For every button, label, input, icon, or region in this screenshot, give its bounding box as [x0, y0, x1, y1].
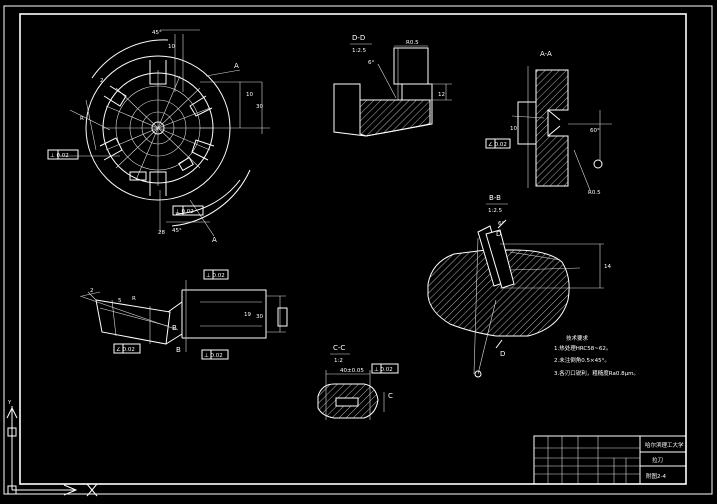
- title-drawing-number: 附图2-4: [646, 472, 666, 480]
- section-bb-view[interactable]: B-B 1:2.5 14 6° D D: [427, 194, 611, 378]
- tolerance-frame-aa[interactable]: ∠ 0.02: [485, 138, 511, 149]
- title-block[interactable]: 哈尔滨理工大学 拉刀 附图2-4: [533, 435, 687, 485]
- tolerance-frame-side-top[interactable]: ⊥ 0.02: [203, 269, 229, 280]
- technical-requirements: 技术要求 1.热处理HRC58~62。 2.未注倒角0.5×45°。 3.各刃口…: [554, 334, 639, 377]
- section-marker-b-top: B: [172, 324, 177, 332]
- svg-text:60°: 60°: [590, 128, 600, 134]
- svg-text:⊥ 0.02: ⊥ 0.02: [175, 209, 194, 215]
- svg-text:14: 14: [604, 264, 611, 270]
- side-view[interactable]: 30 19 B B 2 R 5 ⊥ 0.02 ⊥ 0.02 ∠ 0.02: [79, 269, 288, 360]
- svg-text:28: 28: [158, 230, 165, 236]
- svg-text:10: 10: [246, 92, 253, 98]
- svg-text:⊥ 0.02: ⊥ 0.02: [374, 367, 393, 373]
- section-dd-view[interactable]: D-D 1:2.5 R0.5 12 6°: [333, 34, 452, 137]
- notes-line-3: 3.各刃口锐利，粗糙度Ra0.8μm。: [554, 369, 639, 377]
- section-marker-a-bottom: A: [212, 236, 217, 244]
- section-aa-view[interactable]: A-A 60° 10 R0.5 ∠ 0.02: [485, 50, 612, 196]
- notes-line-1: 1.热处理HRC58~62。: [554, 344, 611, 352]
- svg-text:2: 2: [90, 288, 94, 294]
- section-cc-view[interactable]: C-C 1:2 40±0.05 C ⊥ 0.02: [317, 344, 399, 420]
- section-cc-scale: 1:2: [334, 358, 343, 364]
- svg-text:R: R: [132, 296, 136, 302]
- svg-text:45°: 45°: [172, 228, 182, 234]
- svg-text:6°: 6°: [498, 221, 504, 227]
- svg-text:∠ 0.02: ∠ 0.02: [488, 141, 507, 148]
- svg-text:6°: 6°: [368, 60, 374, 66]
- tolerance-frame-side-bottom[interactable]: ⊥ 0.02: [201, 349, 229, 360]
- svg-text:30: 30: [256, 104, 263, 110]
- tolerance-frame-main-left[interactable]: ⊥ 0.02: [47, 149, 79, 160]
- section-dd-label: D-D: [352, 34, 365, 42]
- svg-text:30: 30: [256, 314, 263, 320]
- tolerance-frame-main-bottom[interactable]: ⊥ 0.02: [172, 205, 204, 216]
- tolerance-frame-cc[interactable]: ⊥ 0.02: [371, 363, 399, 374]
- section-cc-label: C-C: [333, 344, 345, 352]
- section-marker-d-bottom: D: [500, 350, 505, 358]
- ucs-icon: Y: [6, 400, 98, 497]
- section-bb-scale: 1:2.5: [488, 208, 503, 214]
- svg-text:R0.5: R0.5: [588, 190, 601, 196]
- svg-text:R: R: [80, 116, 84, 122]
- svg-text:⊥ 0.02: ⊥ 0.02: [206, 273, 225, 279]
- section-marker-b-bottom: B: [176, 346, 181, 354]
- svg-text:12: 12: [438, 92, 445, 98]
- notes-heading: 技术要求: [566, 334, 589, 342]
- title-company: 哈尔滨理工大学: [645, 441, 684, 449]
- drawing-frame: [3, 5, 713, 495]
- tolerance-frame-side-left[interactable]: ∠ 0.02: [113, 343, 141, 354]
- main-circular-view[interactable]: 45° 10 10 30 R 2 45° 28 A A ⊥ 0.02 ⊥ 0.0…: [47, 29, 270, 244]
- svg-text:19: 19: [244, 312, 251, 318]
- svg-text:⊥ 0.02: ⊥ 0.02: [50, 153, 69, 159]
- svg-text:10: 10: [168, 44, 175, 50]
- svg-text:10: 10: [510, 126, 517, 132]
- svg-text:2: 2: [100, 78, 104, 84]
- section-marker-d-top: D: [496, 230, 501, 238]
- svg-text:5: 5: [118, 298, 122, 304]
- svg-text:∠ 0.02: ∠ 0.02: [116, 346, 135, 353]
- section-dd-scale: 1:2.5: [352, 48, 367, 54]
- title-part-name: 拉刀: [652, 456, 663, 464]
- section-aa-label: A-A: [540, 50, 552, 58]
- section-marker-c: C: [388, 392, 393, 400]
- svg-text:40±0.05: 40±0.05: [340, 368, 364, 374]
- svg-text:⊥ 0.02: ⊥ 0.02: [204, 353, 223, 359]
- section-bb-label: B-B: [489, 194, 501, 202]
- svg-text:45°: 45°: [152, 30, 162, 36]
- ucs-y-label: Y: [7, 400, 12, 406]
- notes-line-2: 2.未注倒角0.5×45°。: [554, 356, 610, 364]
- section-marker-a-top: A: [234, 62, 239, 70]
- svg-text:R0.5: R0.5: [406, 40, 419, 46]
